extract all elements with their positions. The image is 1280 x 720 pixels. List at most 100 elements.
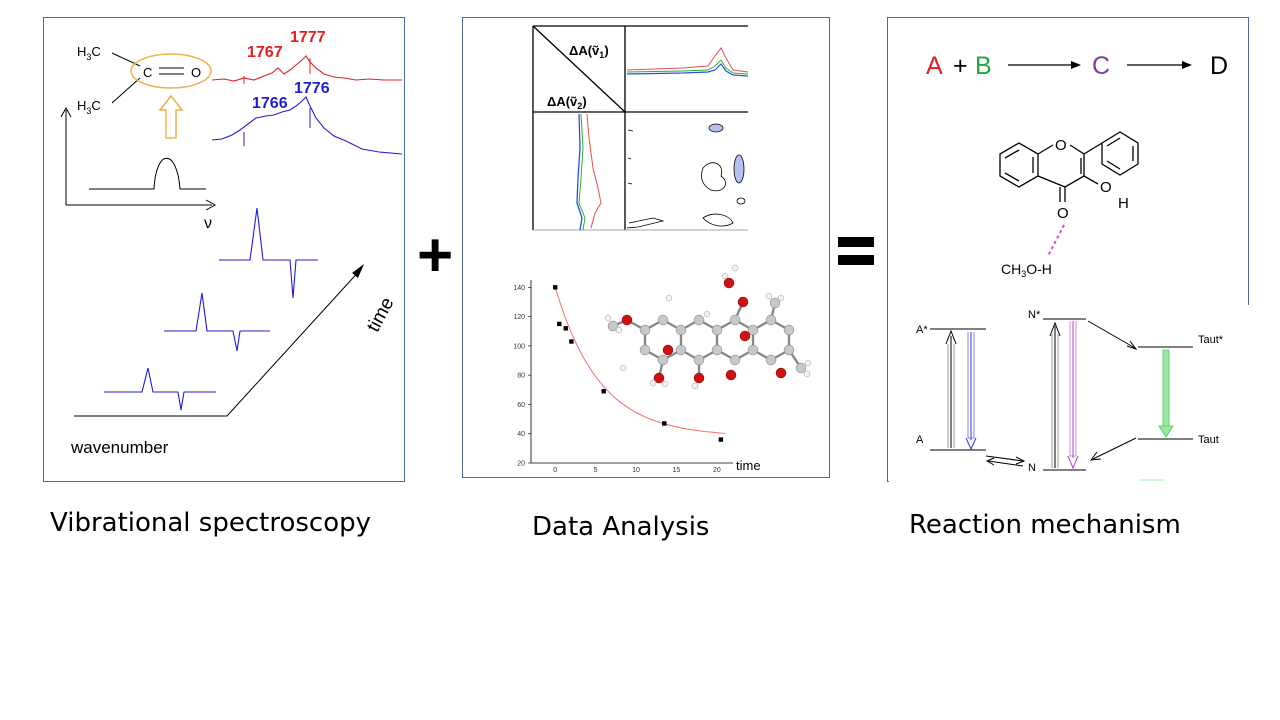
arrow-icon	[1182, 61, 1192, 69]
time-axis	[74, 267, 363, 417]
svg-text:H: H	[1118, 195, 1129, 212]
atom	[775, 367, 787, 379]
acetone-molecule: H3C H3C C O	[77, 44, 201, 116]
atom	[721, 272, 729, 280]
atom	[769, 297, 781, 309]
red-spectrum	[211, 55, 402, 82]
pump-pulse-axes	[60, 106, 217, 211]
svg-text:+: +	[953, 52, 968, 80]
data-point	[662, 421, 667, 426]
blue-spectrum	[211, 96, 403, 155]
svg-text:O: O	[1055, 137, 1067, 154]
atom	[657, 314, 669, 326]
svg-text:O: O	[1057, 205, 1069, 222]
svg-text:wavenumber: wavenumber	[70, 438, 169, 457]
atom	[795, 362, 807, 374]
svg-text:N: N	[1028, 462, 1036, 474]
atom	[639, 324, 651, 336]
x-tick-label: 0	[553, 467, 557, 474]
svg-text:ΔA(ṽ2): ΔA(ṽ2)	[547, 94, 587, 111]
spectroscopy-figure: H3C H3C C O ν 1767 17	[60, 29, 403, 457]
svg-text:A: A	[926, 52, 943, 80]
svg-text:CH3O-H: CH3O-H	[1001, 261, 1052, 279]
svg-text:D: D	[1210, 52, 1228, 80]
flavonol-structure	[999, 131, 1139, 202]
svg-text:A: A	[916, 434, 924, 446]
svg-text:time: time	[363, 294, 398, 336]
mechanism-figure: A + B C D O	[889, 52, 1250, 483]
arrow-icon	[1071, 61, 1081, 69]
time-arrow-icon	[352, 264, 364, 278]
data-point	[569, 339, 574, 344]
spectroscopy-caption: Vibrational spectroscopy	[50, 508, 371, 538]
svg-text:Taut*: Taut*	[1198, 334, 1224, 346]
hydrogen-bond	[1047, 224, 1065, 257]
atom	[747, 344, 759, 356]
y-tick-label: 100	[513, 343, 525, 350]
up-arrow-icon	[158, 94, 184, 139]
atom	[723, 277, 735, 289]
atom	[783, 344, 795, 356]
atom	[665, 294, 673, 302]
svg-text:1766: 1766	[252, 95, 288, 112]
atom	[693, 372, 705, 384]
atom	[675, 324, 687, 336]
plus-operator: +	[417, 221, 454, 290]
svg-text:H3C: H3C	[77, 98, 101, 116]
atom	[765, 354, 777, 366]
svg-text:O: O	[1100, 179, 1112, 196]
atom	[662, 344, 674, 356]
atom	[653, 372, 665, 384]
atom	[693, 314, 705, 326]
x-tick-label: 5	[594, 467, 598, 474]
atom	[639, 344, 651, 356]
atom	[737, 296, 749, 308]
atom	[739, 330, 751, 342]
atom	[703, 310, 711, 318]
atom	[777, 294, 785, 302]
atom	[765, 292, 773, 300]
transient-signals	[104, 207, 318, 411]
atom	[804, 359, 812, 367]
molecule-3d-model	[604, 264, 812, 390]
exponential-fit-curve	[554, 287, 725, 434]
atom	[693, 354, 705, 366]
atom	[649, 379, 657, 387]
svg-text:ΔA(ṽ1): ΔA(ṽ1)	[569, 43, 609, 60]
atom	[731, 264, 739, 272]
atom	[675, 344, 687, 356]
svg-text:1777: 1777	[290, 29, 326, 46]
svg-text:C: C	[143, 65, 152, 80]
atom	[619, 364, 627, 372]
data-point	[601, 389, 606, 394]
svg-text:O: O	[191, 65, 201, 80]
x-tick-label: 20	[713, 467, 721, 474]
atom	[747, 324, 759, 336]
atom	[615, 326, 623, 334]
equals-operator	[838, 233, 874, 269]
atom	[729, 354, 741, 366]
svg-text:1767: 1767	[247, 44, 283, 61]
atom	[691, 382, 699, 390]
atom	[725, 369, 737, 381]
x-tick-label: 10	[632, 467, 640, 474]
svg-text:N*: N*	[1028, 309, 1041, 321]
spectroscopy-panel: H3C H3C C O ν 1767 17	[43, 17, 405, 482]
svg-text:Taut: Taut	[1198, 434, 1219, 446]
atom	[607, 320, 619, 332]
time-axis-label: time	[736, 458, 761, 473]
carbonyl-highlight	[130, 53, 212, 89]
svg-text:C: C	[1092, 52, 1110, 80]
energy-level-diagram: A* A N* N	[916, 309, 1224, 481]
atom	[803, 370, 811, 378]
atom	[765, 314, 777, 326]
atom	[604, 314, 612, 322]
x-tick-label: 15	[673, 467, 681, 474]
data-point	[557, 321, 562, 327]
mechanism-caption: Reaction mechanism	[909, 510, 1181, 540]
data-point	[553, 285, 558, 290]
y-tick-label: 60	[517, 402, 525, 409]
y-tick-label: 40	[517, 431, 525, 438]
